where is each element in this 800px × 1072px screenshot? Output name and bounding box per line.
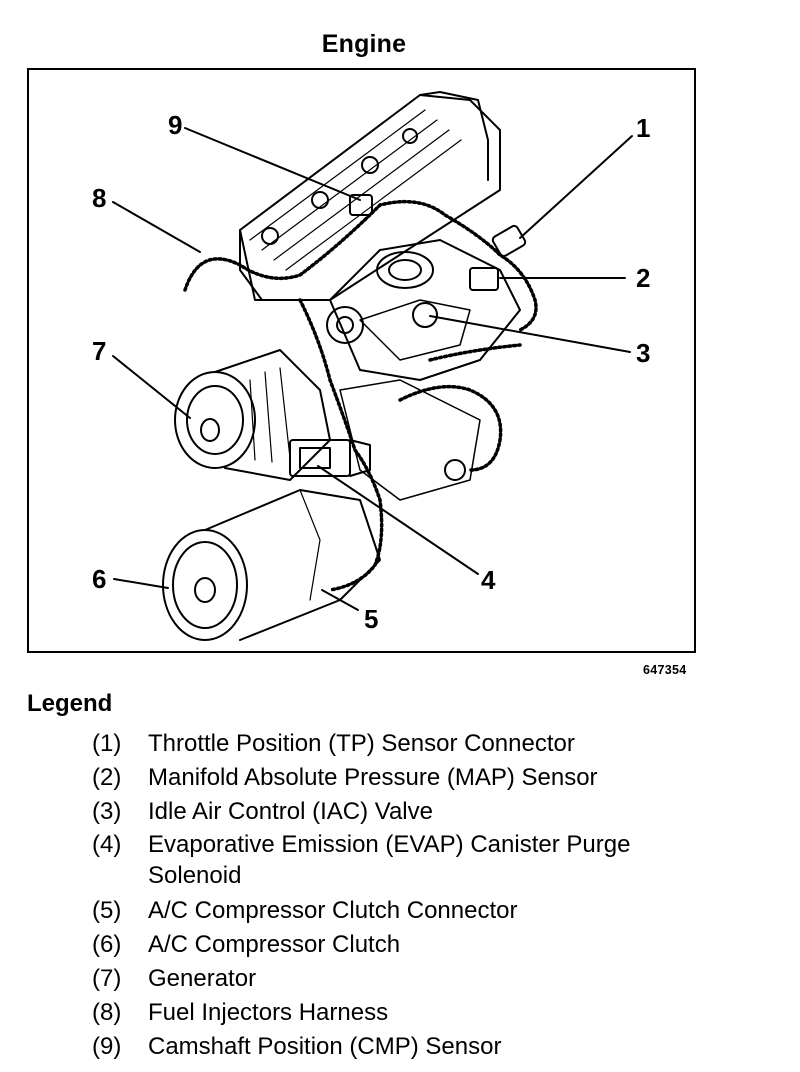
legend-item-number: (6) <box>92 931 122 958</box>
legend-item-number: (8) <box>92 999 122 1026</box>
legend-item-number: (4) <box>92 831 122 858</box>
diagram-frame <box>27 68 696 653</box>
engine-block <box>339 379 481 501</box>
legend-item-text: Manifold Absolute Pressure (MAP) Sensor <box>148 764 598 791</box>
legend-item: (6) A/C Compressor Clutch <box>92 928 648 962</box>
callout-2: 2 <box>636 263 651 293</box>
ac-compressor <box>162 489 381 641</box>
legend-item-text: A/C Compressor Clutch Connector <box>148 897 518 924</box>
legend-item: (2) Manifold Absolute Pressure (MAP) Sen… <box>92 761 648 795</box>
legend-item: (7) Generator <box>92 962 648 996</box>
legend-item-text: A/C Compressor Clutch <box>148 931 401 958</box>
legend-item-number: (3) <box>92 798 122 825</box>
legend-heading: Legend <box>27 690 113 717</box>
callout-9: 9 <box>168 110 183 140</box>
engine-illustration <box>112 91 633 641</box>
legend-item: (1) Throttle Position (TP) Sensor Connec… <box>92 727 648 761</box>
figure-id: 647354 <box>643 663 687 677</box>
legend-item: (4) Evaporative Emission (EVAP) Canister… <box>92 829 648 891</box>
legend-item: (3) Idle Air Control (IAC) Valve <box>92 795 648 829</box>
wiring-harness <box>183 199 538 592</box>
callout-3: 3 <box>636 338 651 368</box>
intake-manifold <box>326 194 527 381</box>
legend-item: (8) Fuel Injectors Harness <box>92 996 648 1030</box>
evap-solenoid <box>289 439 371 477</box>
legend-item-number: (9) <box>92 1033 122 1060</box>
legend-item-number: (7) <box>92 965 122 992</box>
legend-item-number: (2) <box>92 764 122 791</box>
legend-item-text: Idle Air Control (IAC) Valve <box>148 798 433 825</box>
callout-5: 5 <box>364 604 379 634</box>
callout-8: 8 <box>92 183 107 213</box>
leader-lines <box>112 127 633 611</box>
legend-item: (9) Camshaft Position (CMP) Sensor <box>92 1030 648 1064</box>
callout-6: 6 <box>92 564 107 594</box>
callout-4: 4 <box>481 565 496 595</box>
callout-1: 1 <box>636 113 651 143</box>
valve-cover <box>239 91 501 301</box>
legend-list: (1) Throttle Position (TP) Sensor Connec… <box>92 727 648 1064</box>
legend-item-number: (5) <box>92 897 122 924</box>
legend-item-number: (1) <box>92 730 122 757</box>
legend-item: (5) A/C Compressor Clutch Connector <box>92 894 648 928</box>
callout-7: 7 <box>92 336 107 366</box>
legend-item-text: Throttle Position (TP) Sensor Connector <box>148 730 575 757</box>
legend-item-text: Generator <box>148 965 257 992</box>
generator <box>174 349 331 481</box>
diagram-title: Engine <box>321 30 407 58</box>
legend-item-text: Camshaft Position (CMP) Sensor <box>148 1033 502 1060</box>
legend-item-text: Evaporative Emission (EVAP) Canister Pur… <box>148 831 631 889</box>
legend-item-text: Fuel Injectors Harness <box>148 999 389 1026</box>
